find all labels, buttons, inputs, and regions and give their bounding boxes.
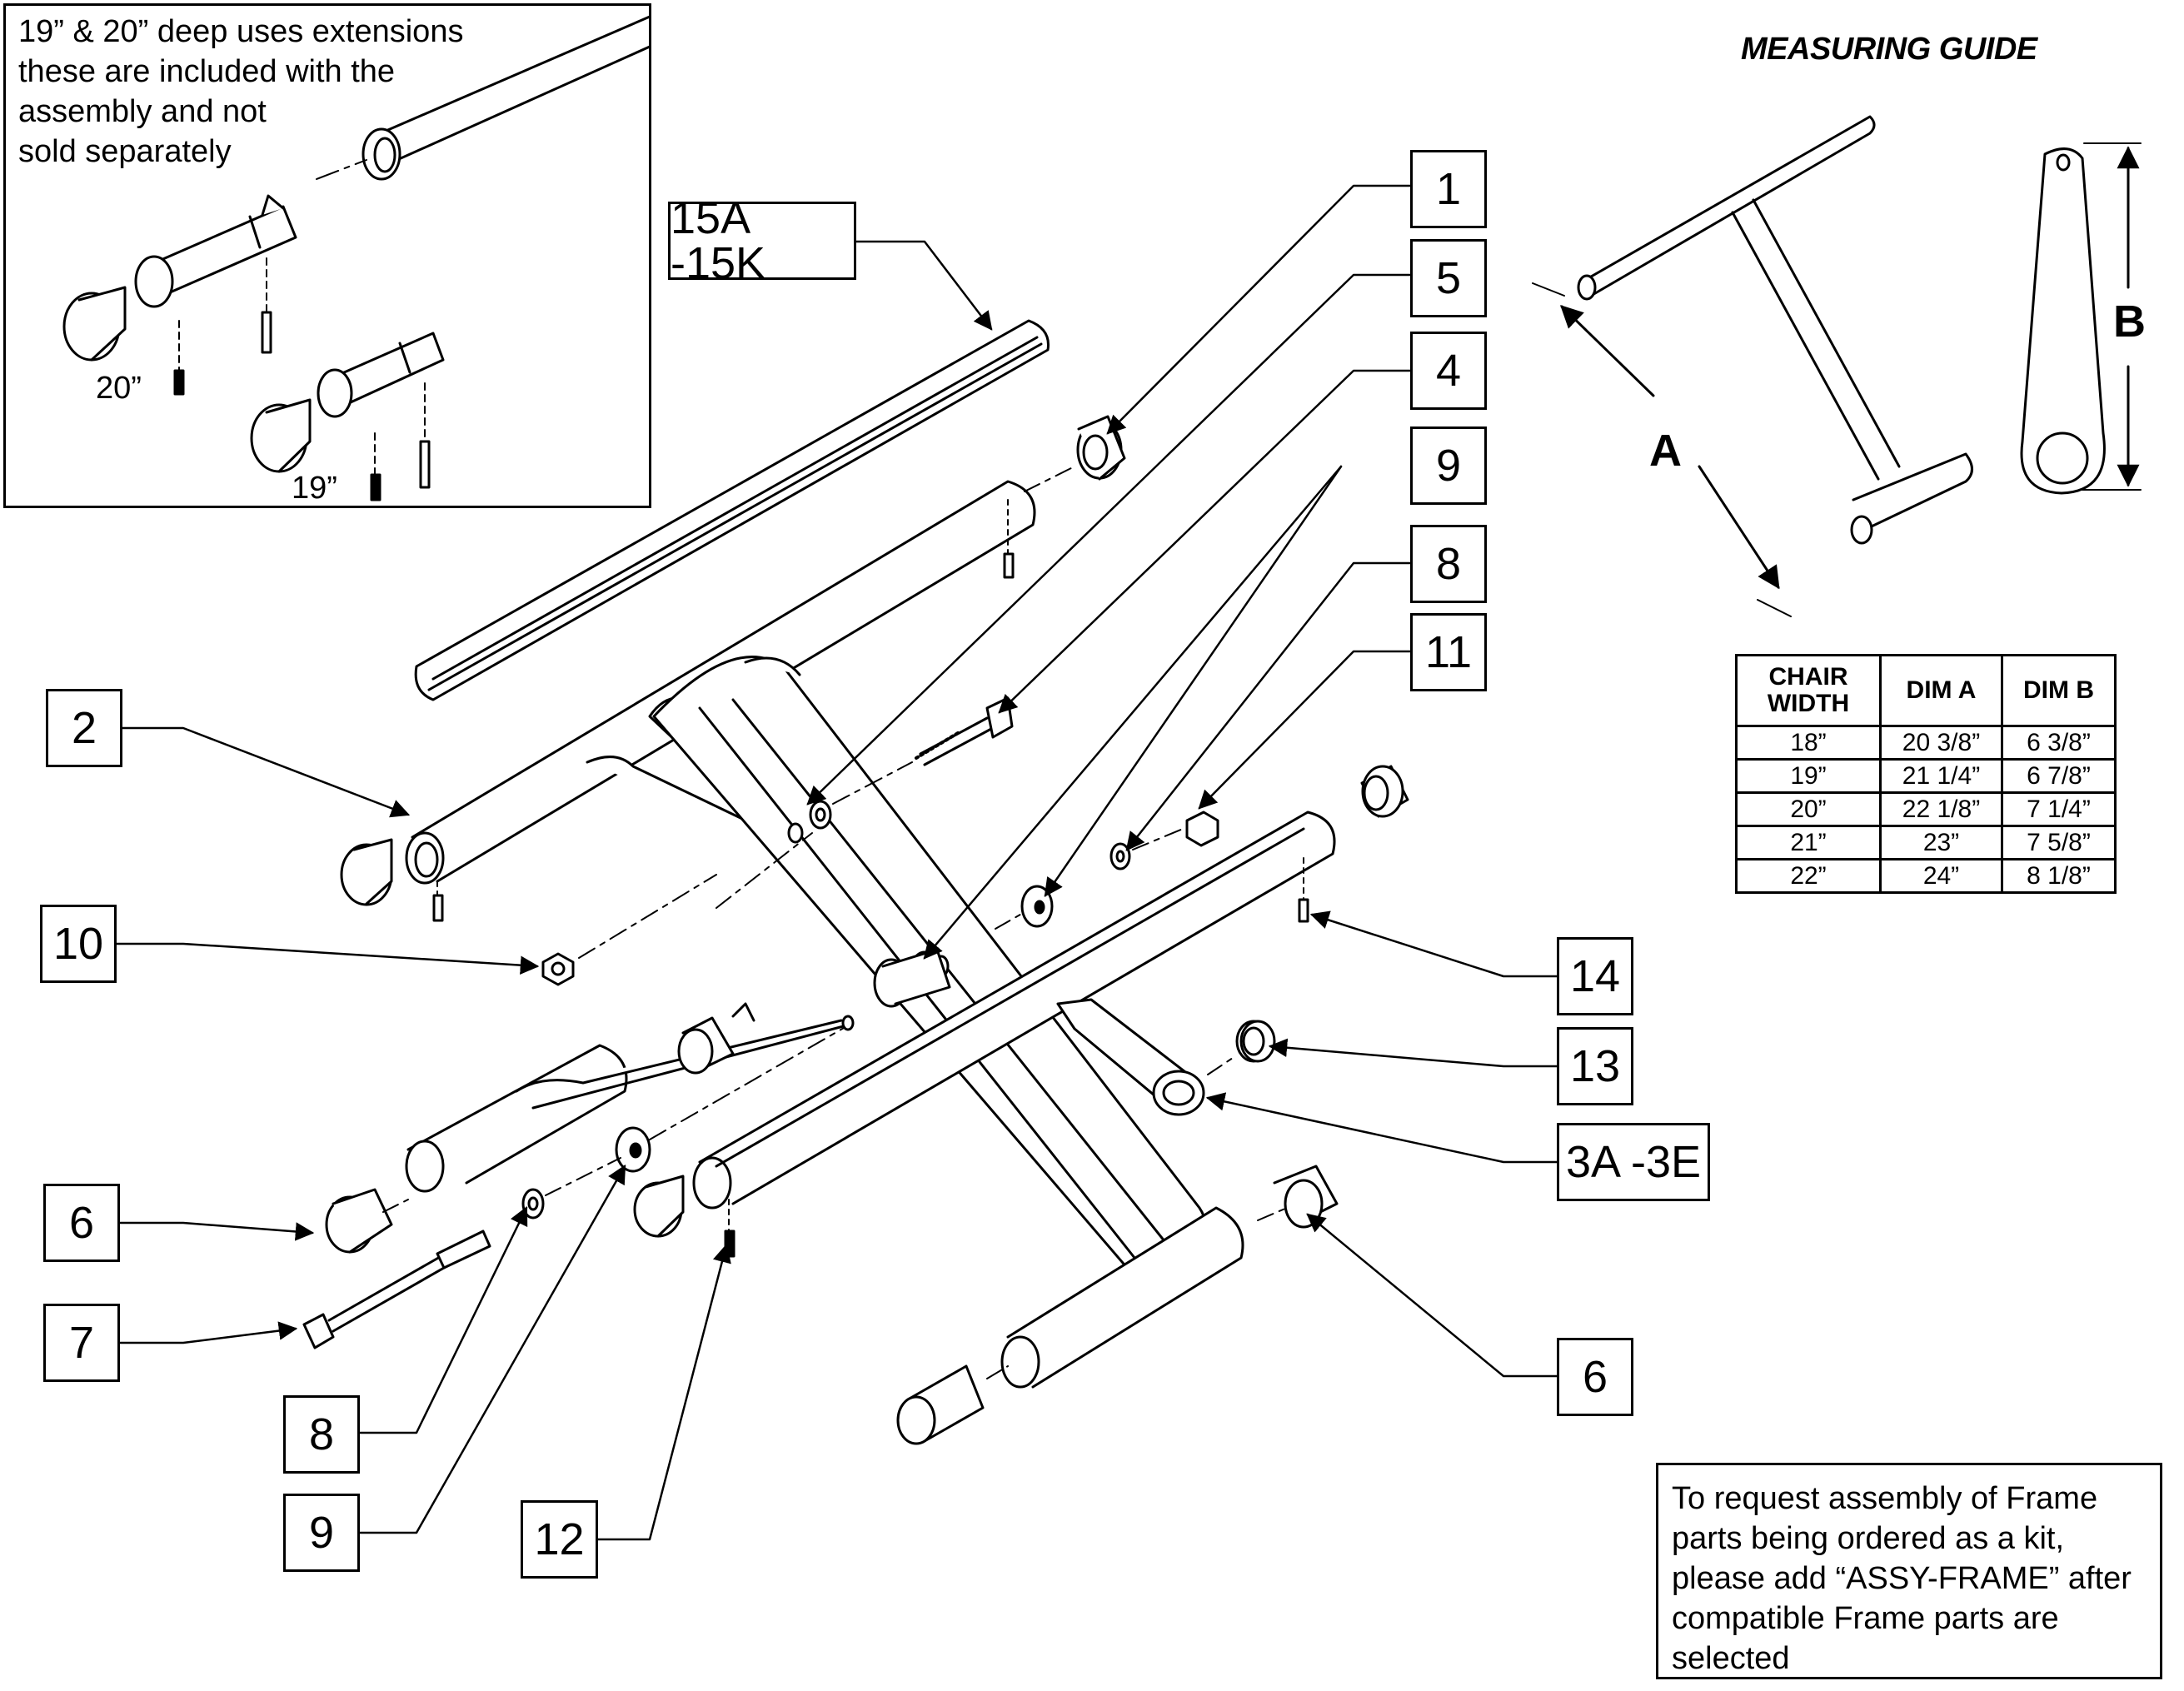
callout-part-6-right[interactable]: 6 <box>1557 1338 1633 1416</box>
label-19-inch: 19” <box>292 471 337 506</box>
measuring-guide-title: MEASURING GUIDE <box>1741 32 2037 67</box>
callout-part-11[interactable]: 11 <box>1410 613 1487 691</box>
dim-b-label: B <box>2113 297 2146 347</box>
assembly-note-line: To request assembly of Frame <box>1672 1481 2098 1516</box>
header-chair-width: CHAIR WIDTH <box>1735 654 1882 727</box>
callout-part-14[interactable]: 14 <box>1557 937 1633 1015</box>
dim-a-label: A <box>1649 426 1682 476</box>
cell-dim-a: 21 1/4” <box>1879 758 2003 794</box>
callout-part-10[interactable]: 10 <box>40 905 117 983</box>
dimension-table: CHAIR WIDTH DIM A DIM B 18” 20 3/8” 6 3/… <box>1735 654 2117 894</box>
cell-dim-b: 6 7/8” <box>2001 758 2117 794</box>
callout-part-7[interactable]: 7 <box>43 1304 120 1382</box>
callout-part-9-upper[interactable]: 9 <box>1410 426 1487 505</box>
cell-dim-a: 23” <box>1879 825 2003 860</box>
header-dim-a: DIM A <box>1879 654 2003 727</box>
inset-note-line: sold separately <box>18 134 232 169</box>
callout-part-8-lower[interactable]: 8 <box>283 1395 360 1474</box>
assembly-note-line: please add “ASSY-FRAME” after <box>1672 1561 2132 1596</box>
leader-lines <box>110 184 1558 1541</box>
cell-width: 20” <box>1735 791 1882 827</box>
bottom-cross-tube <box>896 1165 1339 1445</box>
callout-part-1[interactable]: 1 <box>1410 150 1487 228</box>
table-row: 20” 22 1/8” 7 1/4” <box>1735 791 2117 827</box>
cell-dim-b: 7 5/8” <box>2001 825 2117 860</box>
callout-part-5[interactable]: 5 <box>1410 239 1487 317</box>
callout-part-3[interactable]: 3A -3E <box>1557 1123 1710 1201</box>
assembly-note-box: To request assembly of Frame parts being… <box>1656 1463 2162 1679</box>
assembly-note-line: selected <box>1672 1641 1790 1676</box>
assembly-note-line: parts being ordered as a kit, <box>1672 1521 2065 1556</box>
callout-part-2[interactable]: 2 <box>46 689 122 767</box>
inset-note-line: these are included with the <box>18 54 396 89</box>
callout-part-6-left[interactable]: 6 <box>43 1184 120 1262</box>
callout-part-8-upper[interactable]: 8 <box>1410 525 1487 603</box>
extension-inset-box <box>3 3 651 508</box>
inset-note-line: 19” & 20” deep uses extensions <box>18 14 464 49</box>
side-seat-tube-lower <box>633 811 1336 1258</box>
inset-note: 19” & 20” deep uses extensions these are… <box>18 12 463 172</box>
cell-dim-a: 22 1/8” <box>1879 791 2003 827</box>
table-row: 21” 23” 7 5/8” <box>1735 825 2117 860</box>
measuring-guide-drawings <box>1532 115 2142 617</box>
table-header-row: CHAIR WIDTH DIM A DIM B <box>1735 654 2117 727</box>
seat-rail-15 <box>414 319 1050 701</box>
header-dim-b: DIM B <box>2001 654 2117 727</box>
cell-width: 22” <box>1735 858 1882 894</box>
table-row: 19” 21 1/4” 6 7/8” <box>1735 758 2117 794</box>
callout-part-4[interactable]: 4 <box>1410 332 1487 410</box>
cell-dim-a: 20 3/8” <box>1879 725 2003 761</box>
table-row: 18” 20 3/8” 6 3/8” <box>1735 725 2117 761</box>
callout-part-12[interactable]: 12 <box>521 1500 598 1579</box>
callout-part-15[interactable]: 15A -15K <box>668 196 856 286</box>
table-row: 22” 24” 8 1/8” <box>1735 858 2117 894</box>
inset-extension-parts <box>62 15 651 501</box>
assembly-note-line: compatible Frame parts are <box>1672 1601 2059 1636</box>
cell-dim-a: 24” <box>1879 858 2003 894</box>
callout-part-13[interactable]: 13 <box>1557 1027 1633 1105</box>
cell-width: 19” <box>1735 758 1882 794</box>
cell-width: 21” <box>1735 825 1882 860</box>
label-20-inch: 20” <box>96 371 142 406</box>
callout-part-9-lower[interactable]: 9 <box>283 1494 360 1572</box>
cell-dim-b: 7 1/4” <box>2001 791 2117 827</box>
lower-arm-left <box>325 1002 851 1254</box>
inset-note-line: assembly and not <box>18 94 267 129</box>
cell-dim-b: 6 3/8” <box>2001 725 2117 761</box>
cell-dim-b: 8 1/8” <box>2001 858 2117 894</box>
cell-width: 18” <box>1735 725 1882 761</box>
